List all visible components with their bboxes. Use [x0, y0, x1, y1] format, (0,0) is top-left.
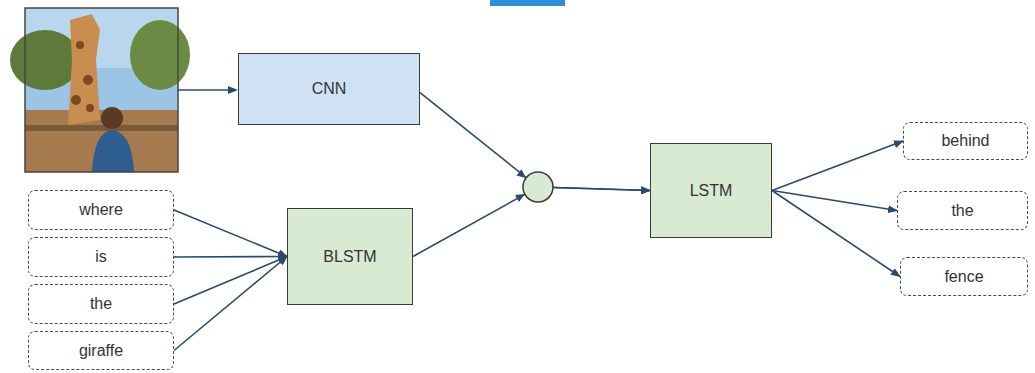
photo-arrow — [178, 89, 230, 91]
process-box: BLSTM — [287, 208, 413, 305]
node-label: the — [951, 202, 973, 220]
node-label: CNN — [312, 80, 347, 98]
connector-arrow — [772, 191, 897, 211]
connector-arrow — [174, 257, 287, 305]
node-label: giraffe — [79, 342, 123, 360]
node-label: where — [79, 201, 123, 219]
node-label: the — [90, 295, 112, 313]
connector-arrow — [772, 141, 903, 191]
connector-arrow — [174, 210, 287, 257]
output-word: fence — [900, 257, 1028, 296]
process-box: LSTM — [650, 143, 772, 238]
node-label: BLSTM — [323, 248, 376, 266]
connector-arrow — [772, 191, 900, 277]
node-label: fence — [944, 268, 983, 286]
node-label: is — [95, 248, 107, 266]
output-word: behind — [903, 122, 1028, 160]
merge-node — [515, 169, 553, 202]
node-label: LSTM — [690, 182, 733, 200]
output-word: the — [897, 191, 1028, 230]
input-word: is — [28, 237, 174, 277]
input-word: giraffe — [28, 331, 174, 370]
connector-arrow — [174, 257, 287, 351]
input-word: where — [28, 190, 174, 230]
photo — [10, 8, 190, 172]
connector-arrow — [174, 256, 287, 258]
input-word: the — [28, 284, 174, 324]
accent-bar — [490, 0, 565, 6]
photo-arrowhead — [228, 86, 238, 94]
process-box: CNN — [238, 53, 420, 125]
node-label: behind — [941, 132, 989, 150]
